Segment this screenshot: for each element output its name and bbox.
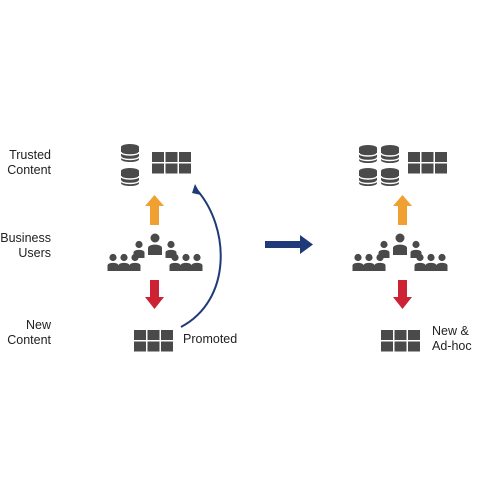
database-icon (358, 167, 378, 187)
grid-table-icon (134, 330, 173, 352)
label-line: Trusted (9, 148, 51, 162)
label-promoted: Promoted (183, 332, 237, 347)
left-new-content-icon (134, 330, 173, 352)
database-icon (380, 144, 400, 164)
left-trusted-content-icons (120, 143, 191, 187)
right-new-adhoc-icon (381, 330, 420, 352)
database-icon (380, 167, 400, 187)
database-icon (358, 144, 378, 164)
label-business-users: Business Users (0, 231, 51, 261)
left-down-arrow (145, 280, 164, 309)
promote-curve (180, 184, 222, 328)
left-business-users-icon (108, 234, 203, 272)
label-line: Users (18, 246, 51, 260)
people-group-icon (353, 234, 448, 272)
right-down-arrow (393, 280, 412, 309)
left-up-arrow (145, 195, 164, 225)
label-line: Promoted (183, 332, 238, 346)
label-new-content: New Content (7, 318, 51, 348)
database-icon (120, 143, 140, 163)
label-line: Content (7, 333, 51, 347)
grid-table-icon (381, 330, 420, 352)
database-icon (120, 167, 140, 187)
right-business-users-icon (353, 234, 448, 272)
label-new-adhoc: New & Ad-hoc (432, 324, 472, 354)
right-up-arrow (393, 195, 412, 225)
label-trusted-content: Trusted Content (7, 148, 51, 178)
people-group-icon (108, 234, 203, 272)
right-trusted-content-icons (358, 144, 447, 187)
label-line: New & (432, 324, 469, 338)
label-line: Business (0, 231, 51, 245)
grid-table-icon (152, 152, 191, 174)
label-line: Ad-hoc (432, 339, 472, 353)
transition-arrow (265, 235, 313, 254)
label-line: Content (7, 163, 51, 177)
grid-table-icon (408, 152, 447, 174)
label-line: New (25, 318, 51, 332)
